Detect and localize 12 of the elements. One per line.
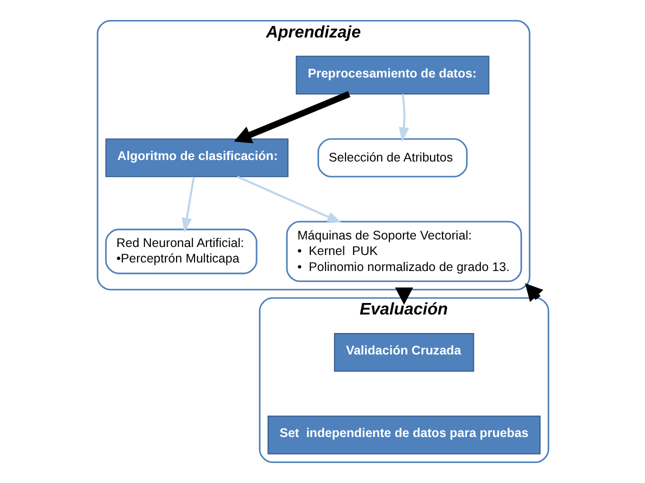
node-box: Máquinas de Soporte Vectorial: • Kernel PUK • Polinomio normalizado de grado 13. — [286, 220, 522, 282]
arrow — [236, 176, 342, 223]
arrow — [398, 94, 409, 142]
node-box: Algoritmo de clasificación: — [104, 138, 288, 178]
node-box: Selección de Atributos — [317, 138, 468, 178]
node-box: Validación Cruzada — [333, 333, 474, 372]
arrow — [524, 283, 543, 302]
node-box: Preprocesamiento de datos: — [295, 56, 489, 95]
arrow — [181, 176, 194, 233]
node-box: Red Neuronal Artificial: •Perceptrón Multicapa — [104, 228, 257, 274]
node-box: Set independiente de datos para pruebas — [267, 416, 540, 454]
arrow — [234, 91, 350, 144]
